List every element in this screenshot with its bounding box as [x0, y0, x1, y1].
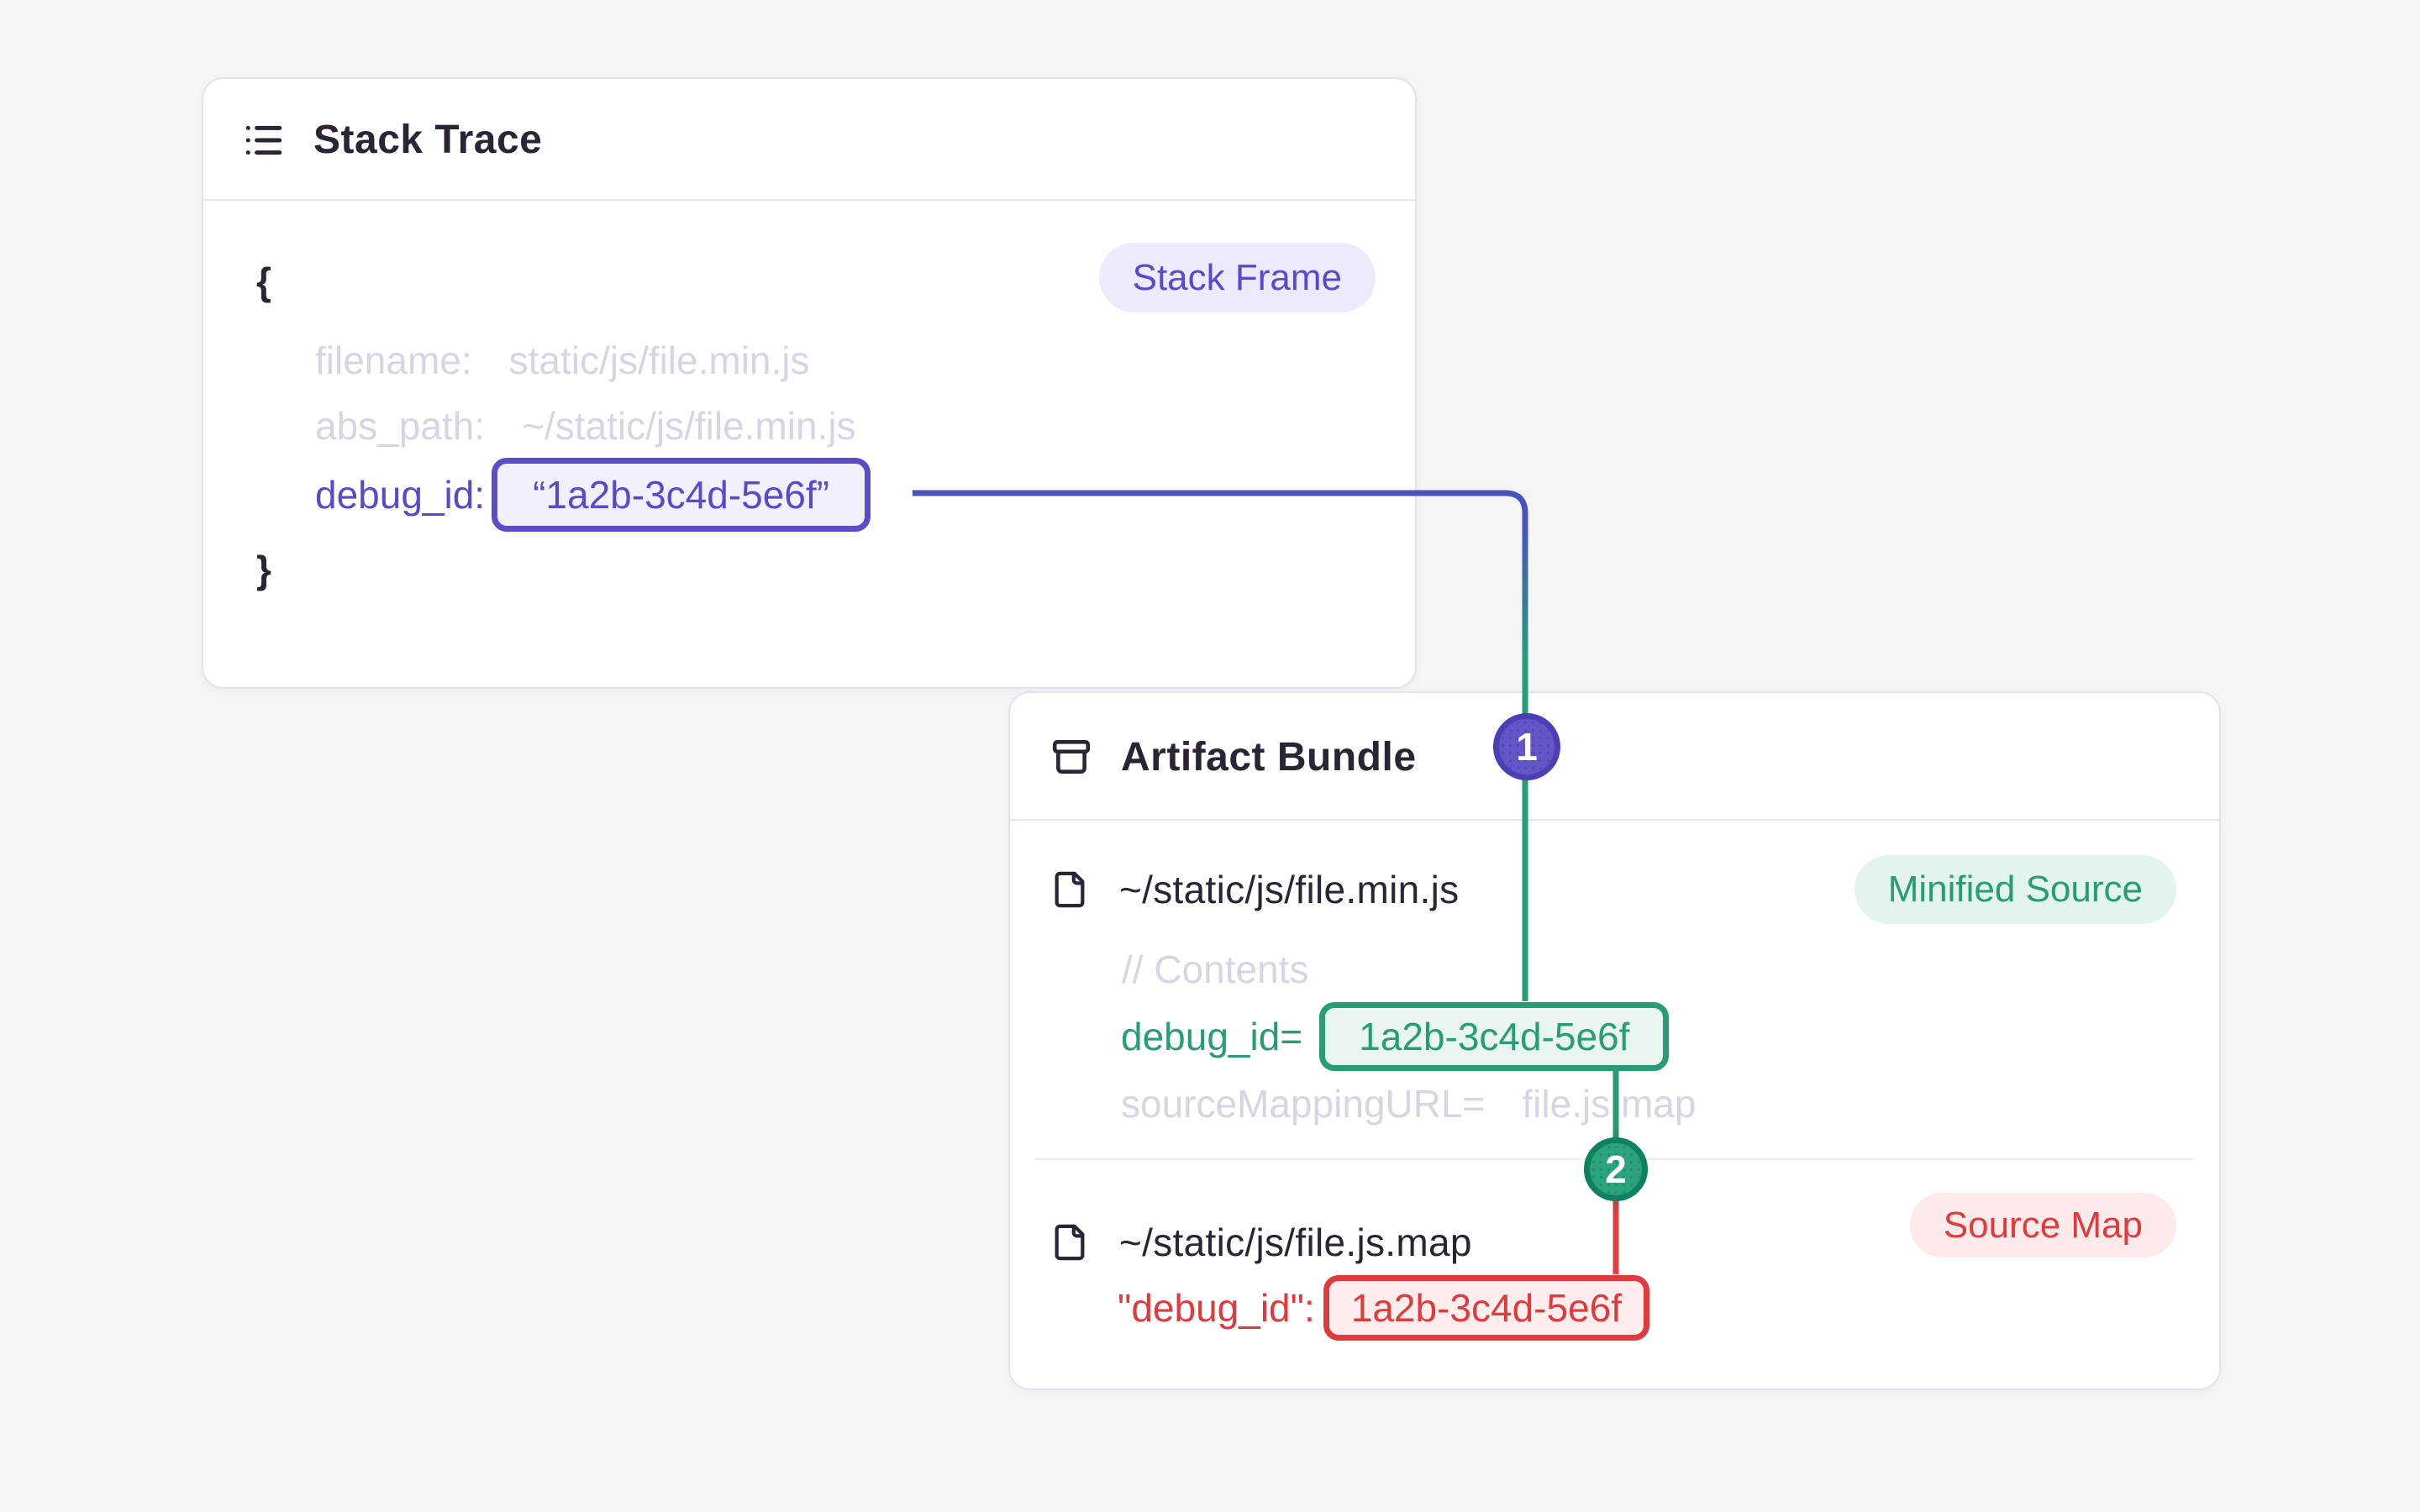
minified-source-badge: Minified Source [1854, 855, 2176, 924]
filename-label: filename: [315, 339, 472, 382]
filename-value: static/js/file.min.js [508, 339, 810, 382]
artifact-bundle-title: Artifact Bundle [1121, 734, 1417, 780]
source-mapping-value: file.js.map [1522, 1082, 1697, 1126]
step-1-marker: 1 [1493, 713, 1560, 780]
abs-path-row: abs_path: ~/static/js/file.min.js [315, 403, 856, 449]
artifact-bundle-header: Artifact Bundle [1010, 693, 2219, 821]
stack-trace-header: Stack Trace [203, 79, 1415, 201]
bundle-debug-id-label: debug_id= [1121, 1015, 1303, 1058]
source-mapping-label: sourceMappingURL= [1121, 1082, 1486, 1126]
minified-file-path: ~/static/js/file.min.js [1119, 868, 1460, 911]
stack-trace-title: Stack Trace [313, 118, 543, 162]
abs-path-value: ~/static/js/file.min.js [522, 404, 856, 448]
open-brace: { [256, 260, 271, 303]
step-2-marker: 2 [1584, 1137, 1648, 1201]
file-icon [1055, 871, 1085, 908]
file-icon [1055, 1224, 1085, 1261]
map-debug-id-row: "debug_id": 1a2b-3c4d-5e6f [1118, 1275, 1649, 1341]
bundle-debug-id-value-box: 1a2b-3c4d-5e6f [1319, 1002, 1670, 1071]
header-divider [1010, 819, 2219, 821]
stack-trace-card: Stack Trace Stack Frame { filename: stat… [202, 77, 1417, 689]
source-map-file-path: ~/static/js/file.js.map [1119, 1221, 1472, 1264]
map-debug-id-value-box: 1a2b-3c4d-5e6f [1323, 1275, 1649, 1341]
map-debug-id-label: "debug_id": [1118, 1286, 1315, 1330]
debug-id-value-box: “1a2b-3c4d-5e6f” [492, 458, 871, 532]
artifact-bundle-card: Artifact Bundle ~/static/js/file.min.js … [1008, 691, 2221, 1390]
header-divider [203, 199, 1415, 201]
abs-path-label: abs_path: [315, 404, 486, 448]
close-brace: } [256, 548, 271, 591]
source-map-badge: Source Map [1909, 1193, 2176, 1257]
debug-id-row: debug_id: “1a2b-3c4d-5e6f” [315, 458, 871, 532]
source-mapping-row: sourceMappingURL= file.js.map [1121, 1081, 1696, 1126]
bundle-debug-id-row: debug_id= 1a2b-3c4d-5e6f [1121, 1002, 1670, 1071]
list-icon [245, 125, 282, 155]
contents-comment: // Contents [1122, 948, 1309, 991]
filename-row: filename: static/js/file.min.js [315, 338, 810, 383]
debug-id-label: debug_id: [315, 473, 486, 517]
archive-icon [1052, 740, 1091, 774]
stack-frame-badge: Stack Frame [1098, 243, 1376, 312]
